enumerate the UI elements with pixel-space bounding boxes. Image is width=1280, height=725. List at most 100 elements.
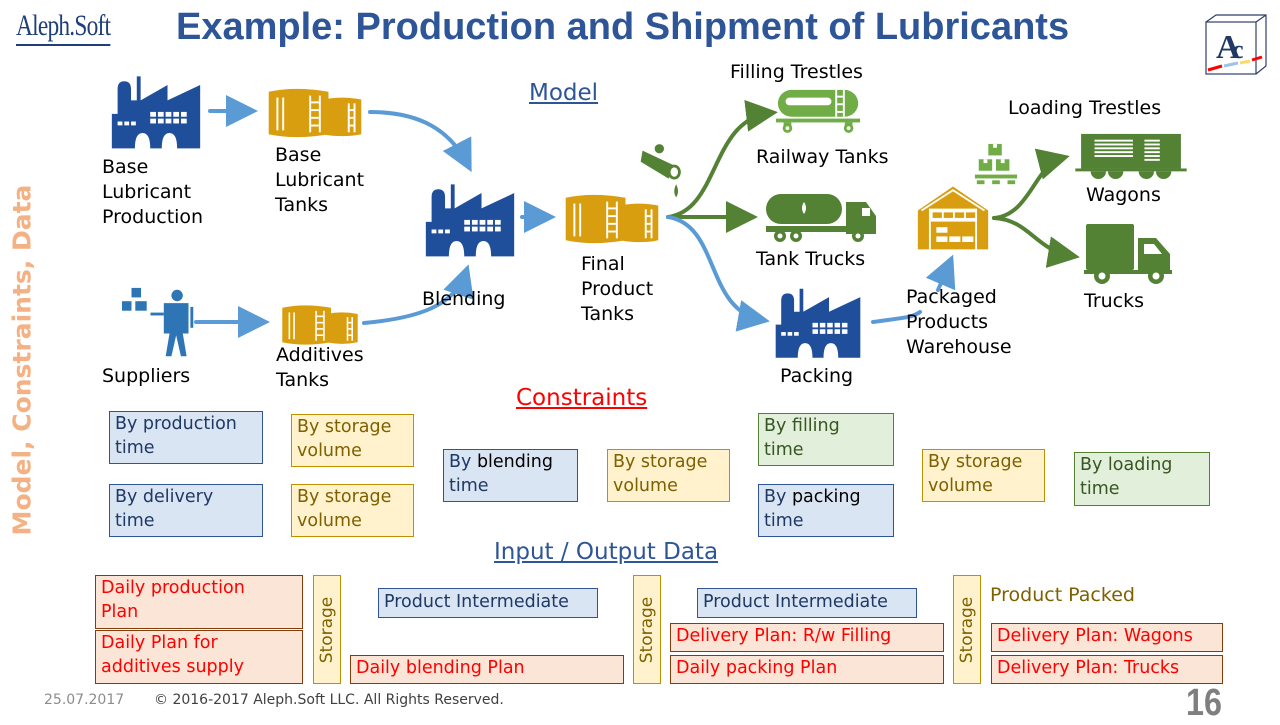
label-line: Tank Trucks (756, 248, 866, 270)
node-label-additives-tanks: Additives Tanks (276, 343, 364, 393)
label-line: Production (102, 206, 204, 228)
supplier-worker-icon (122, 287, 194, 357)
label-line: Suppliers (102, 365, 191, 387)
label-line: Railway Tanks (756, 146, 889, 168)
constraint-line: time (115, 438, 155, 458)
storage-label: Storage (637, 596, 657, 663)
constraint-line: time (115, 511, 155, 531)
plan-daily-packing: Daily packing Plan (670, 655, 944, 684)
label-line: Filling Trestles (730, 61, 863, 83)
tank-truck-icon (766, 194, 876, 242)
label-line: Trucks (1084, 290, 1145, 312)
constraint-filling-time: By filling time (758, 413, 894, 466)
constraint-line: By delivery (115, 487, 214, 507)
node-label-filling-trestles: Filling Trestles (730, 60, 863, 85)
label-line: Warehouse (906, 336, 1012, 358)
constraint-emphasis: packing (791, 487, 861, 507)
node-label-tank-trucks: Tank Trucks (756, 247, 865, 272)
freight-wagon-icon (1075, 133, 1187, 180)
storage-label: Storage (957, 596, 977, 663)
label-line: Final (581, 253, 625, 275)
product-intermediate-1: Product Intermediate (378, 588, 598, 618)
page-number: 16 (1186, 682, 1222, 724)
storage-column: Storage (633, 575, 661, 684)
label-line: Base (102, 156, 149, 178)
storage-tanks-icon (282, 305, 358, 345)
constraint-line: By production (115, 414, 237, 434)
truck-icon (1084, 224, 1172, 284)
label-line: Products (906, 311, 989, 333)
plan-line: Plan (101, 602, 139, 622)
intermediate-label: Product Intermediate (703, 592, 888, 612)
arrow-base-tanks-to-blending (368, 110, 472, 173)
constraint-storage-base: By storage volume (291, 414, 414, 467)
plan-line: Delivery Plan: Trucks (997, 658, 1180, 678)
constraint-emphasis: blending (476, 452, 553, 472)
footer-date: 25.07.2017 (44, 692, 125, 708)
constraint-line: By storage (297, 417, 392, 437)
plan-line: Daily blending Plan (356, 658, 525, 678)
label-line: Packaged (906, 286, 997, 308)
label-line: Lubricant (275, 169, 365, 191)
ac-cube-logo-icon: A c (1205, 14, 1267, 75)
storage-column: Storage (953, 575, 981, 684)
factory-icon (775, 288, 861, 358)
slide-title: Example: Production and Shipment of Lubr… (176, 6, 1070, 48)
node-label-base-production: Base Lubricant Production (102, 155, 203, 230)
plan-daily-additives: Daily Plan for additives supply (95, 630, 303, 684)
constraint-line: By packing (764, 485, 888, 509)
node-label-wagons: Wagons (1086, 183, 1161, 208)
plan-line: Daily packing Plan (676, 658, 838, 678)
node-label-loading-trestles: Loading Trestles (1008, 96, 1161, 121)
constraint-line: volume (297, 441, 362, 461)
factory-icon (111, 76, 201, 149)
constraint-line: By filling (764, 416, 840, 436)
label-line: Loading Trestles (1008, 97, 1162, 119)
constraint-line: time (764, 440, 804, 460)
factory-icon (425, 184, 515, 257)
plan-delivery-trucks: Delivery Plan: Trucks (991, 655, 1223, 684)
label-line: Base (275, 144, 322, 166)
side-label-text: Model, Constraints, Data (7, 184, 37, 536)
node-label-trucks: Trucks (1084, 289, 1144, 314)
constraint-prefix: By (764, 487, 792, 507)
label-line: Tanks (581, 303, 635, 325)
storage-label: Storage (317, 596, 337, 663)
label-line: Additives (276, 344, 364, 366)
plan-line: Daily production (101, 578, 245, 598)
constraint-prefix: By (449, 452, 477, 472)
plan-line: Daily Plan for (101, 633, 218, 653)
constraint-line: By storage (928, 452, 1023, 472)
constraint-loading-time: By loading time (1074, 452, 1210, 506)
railway-tank-car-icon (776, 89, 861, 133)
constraint-line: volume (613, 476, 678, 496)
storage-tanks-icon (268, 88, 362, 138)
constraint-storage-final: By storage volume (607, 449, 730, 502)
node-label-final-tanks: Final Product Tanks (581, 252, 653, 327)
constraint-line: By loading (1080, 455, 1173, 475)
plan-line: Delivery Plan: R/w Filling (676, 626, 892, 646)
label-line: Lubricant (102, 181, 192, 203)
constraint-line: volume (297, 511, 362, 531)
plan-delivery-rw-filling: Delivery Plan: R/w Filling (670, 623, 944, 652)
storage-column: Storage (313, 575, 341, 684)
section-constraints-heading: Constraints (516, 385, 648, 411)
section-data-heading: Input / Output Data (494, 539, 719, 565)
pallet-boxes-icon (974, 143, 1018, 185)
label-line: Tanks (276, 369, 330, 391)
plan-daily-production: Daily production Plan (95, 575, 303, 629)
constraint-packing-time: By packing time (758, 484, 894, 537)
product-packed-label: Product Packed (990, 584, 1135, 606)
node-label-blending: Blending (422, 287, 506, 312)
plan-line: Delivery Plan: Wagons (997, 626, 1193, 646)
svg-text:c: c (1232, 35, 1244, 64)
constraint-storage-warehouse: By storage volume (922, 449, 1045, 502)
constraint-line: time (1080, 479, 1120, 499)
arrow-warehouse-to-trucks (992, 216, 1080, 268)
constraint-blending-time: By blending time (443, 449, 578, 502)
section-model-heading: Model (529, 80, 599, 106)
intermediate-label: Product Intermediate (384, 592, 569, 612)
arrow-final-to-packing (666, 215, 770, 332)
plan-delivery-wagons: Delivery Plan: Wagons (991, 623, 1223, 652)
constraint-line: By storage (297, 487, 392, 507)
